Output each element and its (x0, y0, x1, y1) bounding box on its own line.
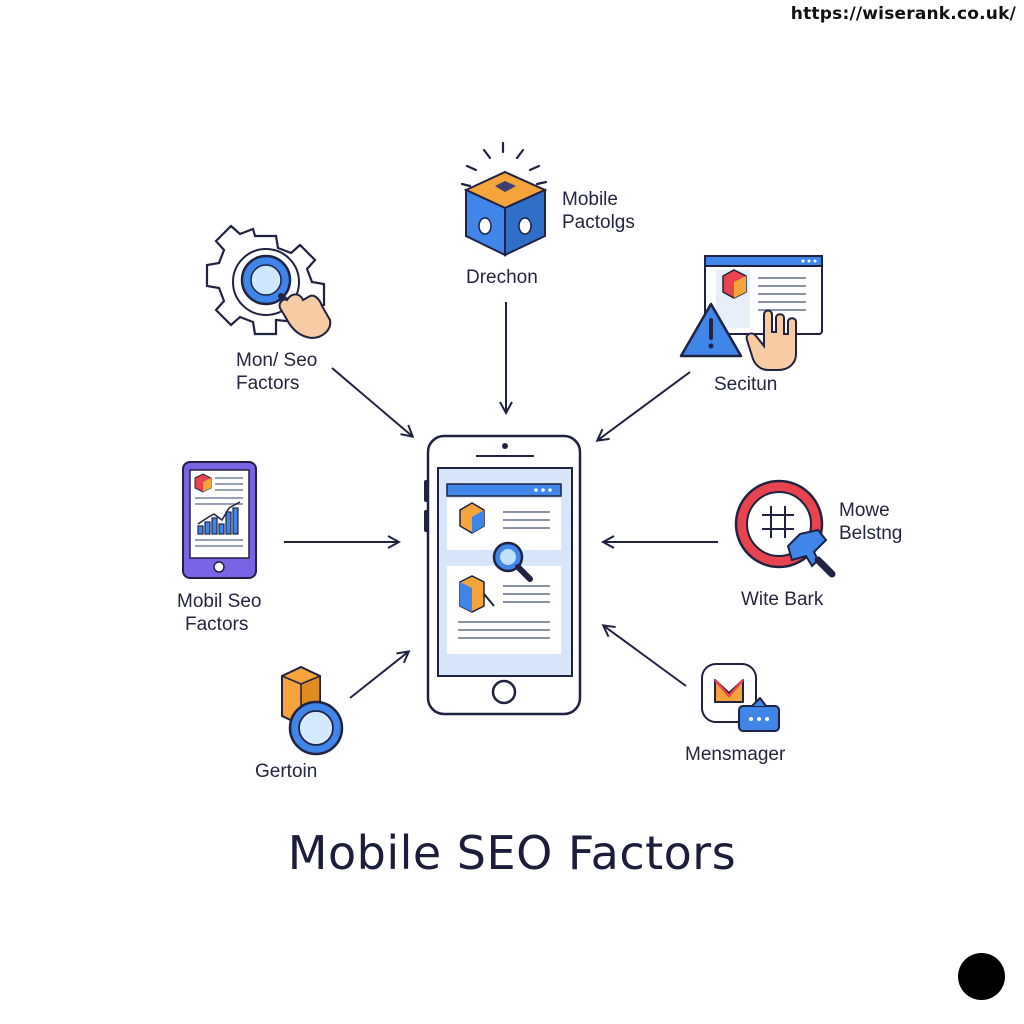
label-line-1: Mobil Seo (177, 591, 262, 612)
source-url: https://wiserank.co.uk/ (790, 4, 1016, 24)
target-wrench-icon (734, 479, 836, 578)
label-line-1: Wite Bark (741, 589, 824, 610)
label-line-2: Pactolgs (562, 212, 635, 233)
label-line-1: Mobile (562, 189, 618, 210)
label-drechon: Drechon (466, 266, 538, 289)
label-mobil-seo-factors: Mobil Seo Factors (177, 590, 262, 636)
box-magnifier-icon (281, 665, 344, 756)
label-line-1: Secitun (714, 374, 778, 395)
label-mensmager: Mensmager (685, 743, 785, 766)
tablet-chart-icon (182, 461, 257, 579)
arrow-bottom-right (604, 626, 687, 687)
label-line-1: Mensmager (685, 744, 786, 765)
arrows (284, 302, 718, 699)
arrow-top-left (331, 367, 412, 436)
label-wite-bark: Wite Bark (741, 588, 823, 611)
label-line-2: Factors (185, 614, 249, 635)
diagram-title: Mobile SEO Factors (287, 826, 737, 880)
corner-dot (958, 953, 1005, 1000)
label-mowe-belstng: Mowe Belstng (839, 499, 902, 545)
label-line-2: Belstng (839, 523, 903, 544)
envelope-chat-icon (701, 663, 780, 732)
label-line-1: Gertoin (255, 761, 318, 782)
label-mobile-pactolgs: Mobile Pactolgs (562, 188, 635, 234)
label-gertoin: Gertoin (255, 760, 317, 783)
label-line-1: Mon/ Seo (236, 350, 318, 371)
arrow-top-right (598, 371, 691, 440)
label-line-1: Drechon (466, 267, 538, 288)
smartphone-icon (424, 434, 582, 716)
browser-warning-icon (679, 255, 823, 371)
label-gear-factors: Mon/ Seo Factors (236, 349, 317, 395)
label-secitun: Secitun (714, 373, 777, 396)
label-line-2: Factors (236, 373, 300, 394)
label-line-1: Mowe (839, 500, 890, 521)
gear-magnifier-icon (205, 224, 332, 340)
arrow-bottom-left (349, 652, 408, 699)
cube-icon (460, 141, 548, 257)
